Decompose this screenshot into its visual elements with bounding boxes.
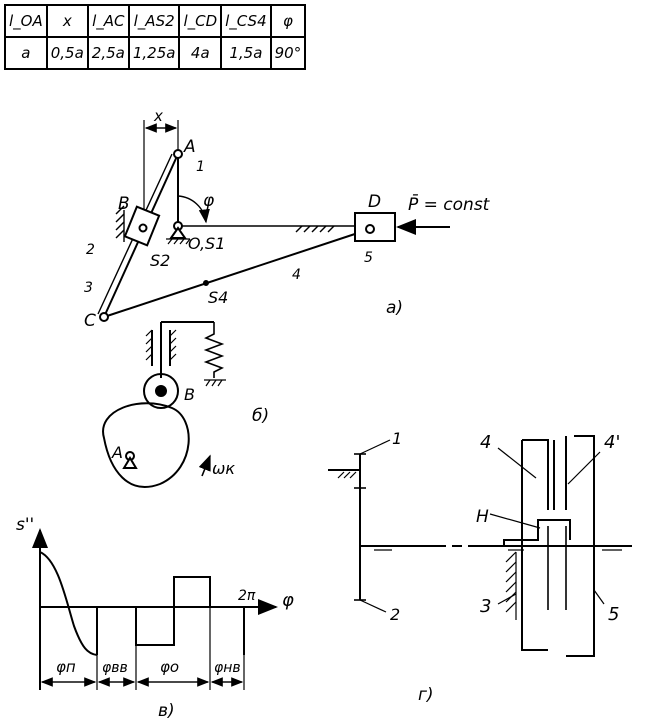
joint-a: [173, 149, 183, 159]
parameter-value-row: a 0,5a 2,5a 1,25a 4a 1,5a 90°: [4, 36, 307, 70]
pivot-o-support: [169, 226, 187, 239]
cam-profile: [102, 402, 190, 488]
gear-5-body: [566, 435, 595, 657]
caption-a: a): [386, 298, 403, 318]
header-phi: φ: [269, 4, 307, 38]
gear-label-4-prime: 4': [604, 432, 620, 453]
phase-label-return: φо: [160, 658, 179, 676]
roller-center: [155, 385, 167, 397]
cam-labels: A B ωк б): [111, 385, 269, 478]
gear-label-3: 3: [480, 596, 491, 617]
value-l-cs4: 1,5a: [220, 36, 272, 70]
header-l-oa: l_OA: [4, 4, 48, 38]
gear-1-bearing-hatching: [337, 471, 357, 479]
gear-label-h: H: [476, 507, 489, 527]
guide-hatching: [295, 225, 335, 233]
label-o-s1: O,S1: [188, 234, 225, 253]
gear-label-4: 4: [480, 432, 491, 453]
header-x: x: [45, 4, 89, 38]
header-l-cd: l_CD: [178, 4, 223, 38]
phi-angle-arc: [177, 195, 210, 224]
label-link-5: 5: [364, 250, 373, 266]
phase-label-lower-dwell: φнв: [214, 660, 241, 676]
acceleration-plot: [32, 528, 278, 690]
spring: [203, 322, 225, 378]
gear-label-1: 1: [392, 429, 402, 448]
carrier-h: [503, 519, 571, 546]
header-l-ac: l_AC: [86, 4, 130, 38]
phase-dividers: [39, 607, 245, 690]
value-l-ac: 2,5a: [86, 36, 130, 70]
label-c: C: [84, 311, 96, 331]
label-s2: S2: [150, 251, 170, 270]
gear-label-5: 5: [608, 604, 619, 625]
value-l-oa: a: [4, 36, 48, 70]
plot-two-pi: 2π: [238, 588, 256, 604]
label-b: B: [118, 194, 130, 214]
label-link-2: 2: [86, 242, 95, 258]
value-phi: 90°: [269, 36, 307, 70]
label-link-4: 4: [292, 267, 301, 283]
caption-v: в): [158, 701, 175, 721]
header-l-cs4: l_CS4: [220, 4, 272, 38]
plot-ylabel: s'': [16, 515, 34, 535]
value-l-as2: 1,25a: [127, 36, 181, 70]
gear-labels: 1 2 3 4 4' 5 H г): [390, 429, 620, 705]
plot-labels: s'' φ 2π φп φвв φо φнв в): [16, 515, 294, 721]
label-x: x: [153, 107, 163, 125]
cam-mechanism: [102, 321, 226, 488]
gear-leader-lines: [359, 439, 605, 613]
gear-label-2: 2: [390, 605, 400, 624]
value-l-cd: 4a: [178, 36, 223, 70]
label-force: P̄ = const: [408, 193, 491, 215]
caption-b: б): [252, 406, 269, 426]
guide-hatching-cam: [145, 329, 177, 361]
plot-curve-rise: [39, 551, 98, 656]
linkage-labels: x A B C D S2 S4 O,S1 φ 1 2 3 4 5 P̄ = co…: [84, 107, 491, 331]
caption-g: г): [418, 685, 434, 705]
joint-d: [365, 224, 375, 234]
cam-label-omega: ωк: [212, 459, 235, 478]
label-phi: φ: [203, 191, 215, 211]
center-of-mass-s4: [203, 280, 209, 286]
satellite-4-prime: [553, 436, 567, 510]
parameter-header-row: l_OA x l_AC l_AS2 l_CD l_CS4 φ: [4, 4, 307, 38]
label-a: A: [183, 137, 196, 157]
joint-c: [99, 312, 109, 322]
plot-xlabel: φ: [282, 590, 294, 611]
label-link-1: 1: [196, 159, 205, 175]
plot-step-segments: [96, 576, 245, 655]
b-support-hatching: [115, 205, 125, 242]
phase-label-upper-dwell: φвв: [102, 660, 128, 676]
pivot-o-hatching: [166, 238, 191, 245]
planetary-gear: [328, 435, 632, 657]
link-4-connecting-rod: [103, 228, 371, 318]
cam-pivot-support: [122, 456, 138, 469]
parameter-table: l_OA x l_AC l_AS2 l_CD l_CS4 φ a 0,5a 2,…: [4, 4, 307, 70]
rotation-arrow: [198, 454, 211, 477]
value-x: 0,5a: [45, 36, 89, 70]
pivot-s2: [138, 223, 148, 233]
cam-label-a: A: [111, 443, 123, 462]
ring-3-hatching: [505, 551, 517, 613]
label-link-3: 3: [84, 280, 93, 296]
header-l-as2: l_AS2: [127, 4, 181, 38]
spring-base-hatching: [204, 379, 226, 387]
phase-label-rise: φп: [56, 658, 76, 676]
satellite-4-body: [521, 439, 549, 651]
linkage-mechanism: [97, 120, 450, 322]
cam-label-b: B: [184, 385, 195, 404]
slider-d: [354, 212, 396, 242]
roller: [143, 373, 179, 409]
label-s4: S4: [208, 288, 228, 307]
label-d: D: [368, 192, 381, 212]
